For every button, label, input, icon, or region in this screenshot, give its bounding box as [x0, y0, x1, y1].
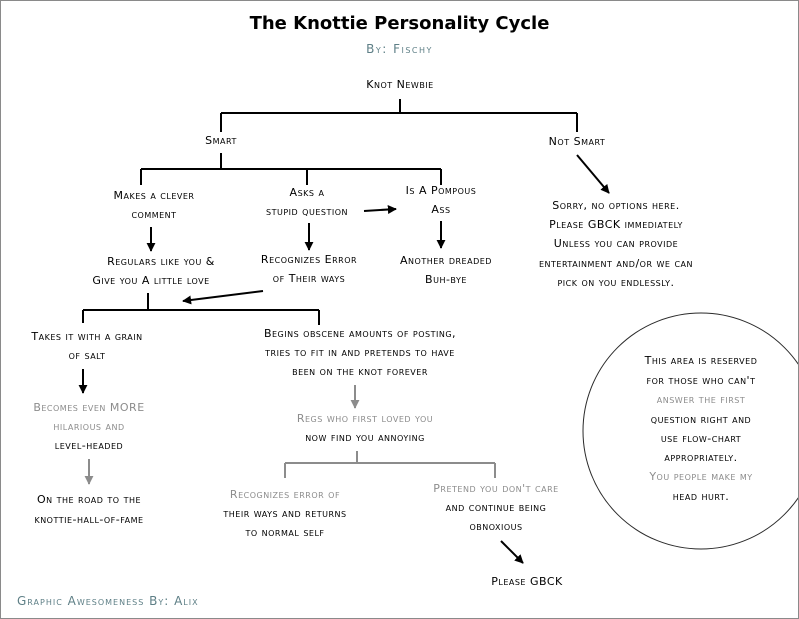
footer-credit: Graphic Awesomeness By: Alix	[17, 594, 199, 608]
arrow-not-smart-to-sorry	[576, 154, 610, 194]
reserved-line: use flow-chart	[660, 432, 742, 445]
node-clever-line: Makes a clever	[113, 189, 195, 202]
node-knot-newbie: Knot Newbie	[366, 78, 434, 91]
node-stupid-line: Asks a	[289, 186, 325, 199]
reserved-line: This area is reserved	[644, 354, 758, 367]
node-annoying-line: now find you annoying	[305, 431, 425, 444]
node-road-line: knottie-hall-of-fame	[34, 513, 144, 526]
node-pretend-line: obnoxious	[469, 520, 523, 533]
node-clever-line: comment	[131, 208, 177, 221]
reserved-line: answer the first	[656, 393, 746, 406]
page-subtitle: By: Fischy	[366, 42, 433, 56]
node-pompous-line: Is A Pompous	[405, 184, 477, 197]
node-sorry-line: Please GBCK immediately	[549, 218, 683, 231]
connector-root-split	[220, 99, 578, 132]
node-dreaded-line: Another dreaded	[400, 254, 492, 267]
node-road-line: On the road to the	[36, 493, 142, 506]
page-title: The Knottie Personality Cycle	[249, 13, 550, 34]
node-returns-line: their ways and returns	[223, 507, 347, 520]
node-grain-line: Takes it with a grain	[31, 330, 143, 343]
reserved-area-circle	[582, 312, 798, 550]
connector-regulars-split	[82, 293, 320, 325]
node-returns-line: to normal self	[245, 526, 325, 539]
node-more-line: hilarious and	[53, 420, 125, 433]
reserved-line: head hurt.	[672, 490, 730, 503]
reserved-line: appropriately.	[664, 451, 738, 464]
node-not-smart: Not Smart	[548, 135, 606, 148]
node-returns-line: Recognizes error of	[229, 488, 341, 501]
node-grain-line: of salt	[68, 349, 106, 362]
node-more-line: Becomes even MORE	[33, 401, 145, 414]
node-annoying-line: Regs who first loved you	[296, 412, 434, 425]
reserved-line: for those who can't	[646, 374, 756, 387]
node-sorry-line: entertainment and/or we can	[538, 257, 694, 270]
node-smart: Smart	[205, 134, 237, 147]
node-regulars-line: Regulars like you &	[107, 255, 215, 268]
node-pretend-line: Pretend you don't care	[433, 482, 559, 495]
node-recognizes-line: of Their ways	[272, 272, 346, 285]
reserved-line: question right and	[650, 413, 752, 426]
arrow-pretend-to-gbck	[500, 540, 524, 564]
node-regulars-line: Give you A little love	[92, 274, 210, 287]
node-obscene-line: Begins obscene amounts of posting,	[263, 327, 457, 340]
arrow-stupid-to-pompous	[363, 205, 397, 214]
node-sorry-line: Sorry, no options here.	[552, 199, 680, 212]
arrow-recognizes-to-regulars	[182, 290, 264, 305]
node-pompous-line: Ass	[431, 203, 451, 216]
reserved-line: You people make my	[649, 470, 753, 483]
node-sorry-line: Unless you can provide	[553, 237, 679, 250]
node-obscene-line: tries to fit in and pretends to have	[265, 346, 455, 359]
connector-smart-split	[140, 153, 442, 185]
node-stupid-line: stupid question	[266, 205, 348, 218]
node-obscene-line: been on the knot forever	[292, 365, 428, 378]
node-recognizes-line: Recognizes Error	[260, 253, 358, 266]
node-pretend-line: and continue being	[445, 501, 547, 514]
connector-annoying-split	[284, 451, 496, 478]
node-please-gbck: Please GBCK	[491, 575, 563, 588]
node-more-line: level-headed	[54, 439, 124, 452]
node-sorry-line: pick on you endlessly.	[557, 276, 675, 289]
node-dreaded-line: Buh-bye	[425, 273, 467, 286]
